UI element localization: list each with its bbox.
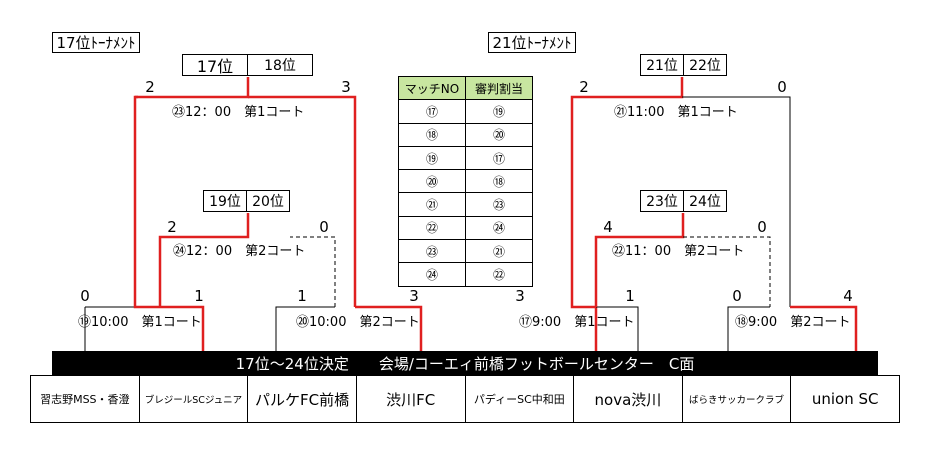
referee-table-header: マッチNO 審判割当 [398, 75, 533, 101]
score-right: 0 [319, 218, 329, 236]
rank-label: 17位 [196, 57, 234, 76]
rank-label: 23位 [646, 194, 678, 210]
bracket-line [727, 306, 770, 351]
right-title-text: 21位ﾄｰﾅﾒﾝﾄ [492, 33, 572, 52]
rank-label: 18位 [264, 58, 296, 74]
match-no-cell: ㉑ [398, 192, 466, 217]
team-cell: パルケFC前橋 [248, 376, 357, 422]
match-no-cell: ㉒ [398, 215, 466, 241]
score-left: 1 [297, 287, 307, 305]
referee-cell: ㉔ [465, 215, 533, 241]
referee-cell: ⑰ [465, 145, 533, 171]
match-info: ⑱9:00 第2コート [735, 315, 851, 330]
rank-box-18: 18位 [247, 54, 313, 76]
team-cell: 習志野MSS・香澄 [31, 376, 140, 422]
match-no-cell: ⑳ [398, 169, 466, 194]
score-right: 0 [757, 218, 767, 236]
team-cell: ばらきサッカークラブ [683, 376, 792, 422]
rank-label: 24位 [689, 194, 721, 210]
bracket-line [682, 96, 791, 307]
score-right: 4 [843, 287, 853, 305]
left-title-text: 17位ﾄｰﾅﾒﾝﾄ [56, 33, 136, 52]
score-right: 3 [409, 287, 419, 305]
header-referee: 審判割当 [465, 75, 533, 101]
venue-banner: 17位～24位決定 会場/コーエィ前橋フットボールセンター C面 [52, 351, 878, 375]
score-left: 0 [732, 287, 742, 305]
team-cell: 渋川FC [357, 376, 466, 422]
bracket-line winner [355, 305, 423, 351]
bracket-line winner [594, 213, 685, 307]
rank-box-17: 17位 [182, 54, 248, 76]
bracket-line winner [570, 77, 684, 351]
match-info: ⑰9:00 第1コート [519, 315, 635, 330]
score-right: 3 [341, 78, 351, 96]
bracket-line [275, 306, 335, 351]
bracket-line [683, 236, 771, 307]
referee-cell: ㉑ [465, 239, 533, 264]
score-right: 0 [777, 78, 787, 96]
rank-label: 22位 [689, 58, 721, 74]
match-no-cell: ㉔ [398, 262, 466, 287]
match-no-cell: ⑱ [398, 122, 466, 147]
left-tournament-title: 17位ﾄｰﾅﾒﾝﾄ [52, 32, 140, 52]
score-left: 2 [167, 218, 177, 236]
score-left: 4 [603, 218, 613, 236]
referee-cell: ⑱ [465, 169, 533, 194]
rank-label: 19位 [209, 194, 241, 210]
rank-label: 21位 [646, 58, 678, 74]
referee-cell: ⑲ [465, 99, 533, 124]
match-no-cell: ⑰ [398, 99, 466, 124]
referee-cell: ㉓ [465, 192, 533, 217]
referee-cell: ㉒ [465, 262, 533, 287]
rank-box-22: 22位 [683, 54, 727, 76]
bracket-line [290, 236, 336, 307]
rank-box-20: 20位 [246, 190, 290, 212]
team-cell: nova渋川 [574, 376, 683, 422]
match-no-cell: ㉓ [398, 239, 466, 264]
team-cell: パディーSC中和田 [466, 376, 575, 422]
match-info: ㉔12：00 第2コート [173, 244, 306, 259]
rank-box-21: 21位 [640, 54, 684, 76]
rank-box-24: 24位 [683, 190, 727, 212]
team-cell: ブレジールSCジュニア [140, 376, 249, 422]
match-info: ㉑11:00 第1コート [614, 105, 738, 120]
match-info: ㉓12：00 第1コート [172, 105, 305, 120]
score-left: 2 [579, 78, 589, 96]
venue-banner-text: 17位～24位決定 会場/コーエィ前橋フットボールセンター C面 [235, 354, 695, 373]
score-left: 3 [515, 287, 525, 305]
score-right: 1 [625, 287, 635, 305]
match-info: ㉒11：00 第2コート [612, 244, 745, 259]
rank-box-19: 19位 [203, 190, 247, 212]
right-tournament-title: 21位ﾄｰﾅﾒﾝﾄ [488, 32, 576, 52]
rank-box-23: 23位 [640, 190, 684, 212]
header-match-no: マッチNO [398, 75, 466, 101]
bracket-line [596, 306, 639, 351]
left-title-frame [52, 32, 140, 53]
rank-label: 20位 [252, 194, 284, 210]
match-info: ⑲10:00 第1コート [78, 315, 202, 330]
score-left: 2 [145, 78, 155, 96]
score-left: 0 [80, 287, 90, 305]
team-cell: union SC [811, 390, 879, 408]
bracket-line winner [248, 95, 357, 307]
score-right: 1 [194, 287, 204, 305]
bracket-line winner [158, 213, 250, 307]
referee-cell: ⑳ [465, 122, 533, 147]
team-row: 習志野MSS・香澄 ブレジールSCジュニア パルケFC前橋 渋川FC パディーS… [30, 375, 900, 423]
right-title-frame [488, 32, 576, 53]
match-info: ⑳10:00 第2コート [296, 315, 420, 330]
match-no-cell: ⑲ [398, 145, 466, 171]
bracket-line winner [790, 305, 858, 351]
